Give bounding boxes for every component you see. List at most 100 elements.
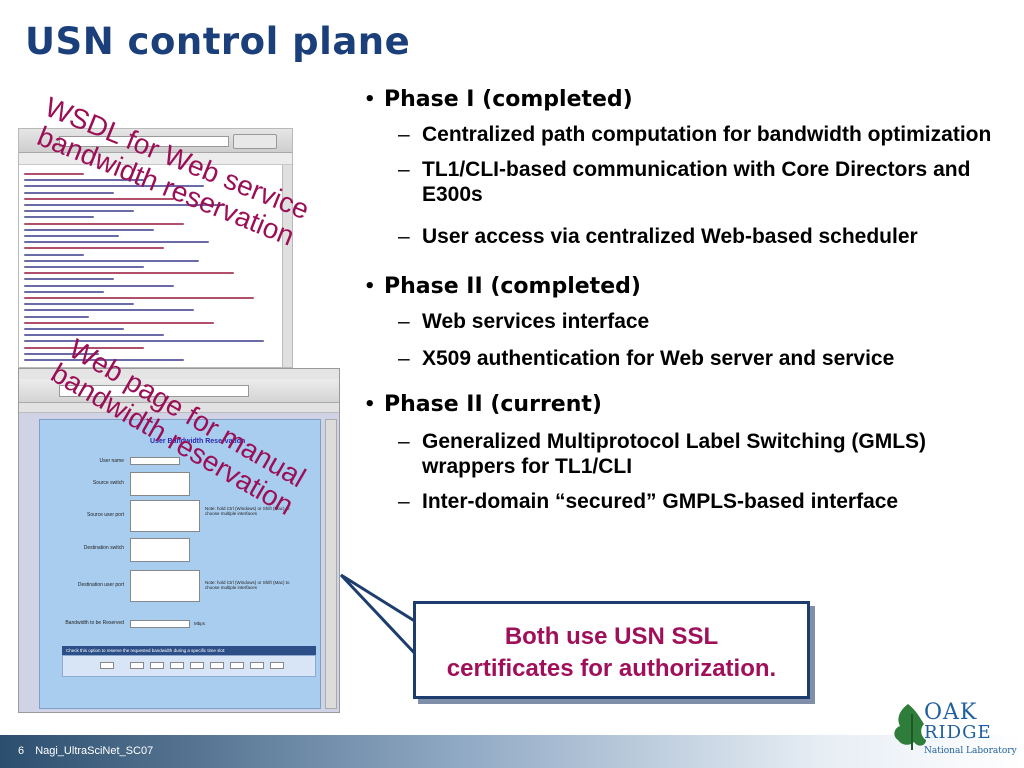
- form-label: Source user port: [87, 512, 124, 518]
- xml-line: [24, 272, 234, 275]
- browser-menu-bar: [19, 369, 339, 379]
- xml-line: [24, 197, 174, 200]
- xml-line: [24, 222, 184, 225]
- xml-line: [24, 346, 144, 349]
- scrollbar: [282, 165, 292, 367]
- xml-line: [24, 173, 84, 175]
- dash-icon: –: [398, 123, 410, 146]
- time-slot-bar: Check this option to reserve the request…: [62, 646, 316, 655]
- web-form-screenshot: User Bandwidth Reservation User name Sou…: [18, 368, 340, 713]
- username-field: [130, 457, 180, 465]
- dash-icon: –: [398, 158, 410, 181]
- phase-item-text: Centralized path computation for bandwid…: [422, 123, 992, 146]
- form-label: Destination user port: [77, 582, 124, 588]
- source-switch-list: [130, 472, 190, 496]
- slide-title: USN control plane: [25, 20, 411, 63]
- xml-line: [24, 185, 204, 188]
- time-select: [130, 662, 144, 669]
- form-note: Note: hold Ctrl (Windows) or Shift (Mac)…: [205, 580, 290, 590]
- note-line2: certificates for authorization.: [446, 655, 777, 682]
- source-port-list: [130, 500, 200, 532]
- xml-line: [24, 340, 264, 343]
- xml-line: [24, 278, 114, 281]
- phase-item: –TL1/CLI-based communication with Core D…: [362, 157, 1012, 207]
- bandwidth-unit: Mbps: [194, 621, 206, 626]
- form-label: User name: [99, 458, 124, 464]
- time-select: [270, 662, 284, 669]
- page-heading: User Bandwidth Reservation: [150, 438, 246, 445]
- phase-heading: • Phase II (completed): [362, 273, 1012, 301]
- xml-line: [24, 179, 144, 182]
- xml-line: [24, 204, 224, 206]
- xml-line: [24, 266, 144, 268]
- xml-line: [24, 253, 84, 256]
- xml-line: [24, 259, 199, 262]
- phase-item: –Generalized Multiprotocol Label Switchi…: [362, 429, 1012, 479]
- form-label: Source switch: [92, 480, 124, 486]
- phase-item: –Centralized path computation for bandwi…: [362, 122, 1012, 147]
- footer: 6 Nagi_UltraSciNet_SC07: [18, 745, 161, 757]
- logo-text: OAK: [924, 700, 978, 725]
- dash-icon: –: [398, 490, 410, 513]
- bullet-dot-icon: •: [364, 276, 376, 297]
- scrollbar: [325, 419, 337, 709]
- phase-item-text: User access via centralized Web-based sc…: [422, 225, 918, 248]
- form-note: Note: hold Ctrl (Windows) or Shift (Mac)…: [205, 506, 290, 516]
- bullet-list: •Phase I (completed) –Centralized path c…: [362, 86, 1012, 514]
- phase-heading: • Phase I (completed): [362, 86, 1012, 114]
- xml-line: [24, 235, 119, 237]
- logo-text: RIDGE: [924, 722, 992, 743]
- time-select: [190, 662, 204, 669]
- xml-line: [24, 309, 194, 312]
- browser-toolbar: [19, 129, 292, 153]
- time-select: [150, 662, 164, 669]
- xml-line: [24, 315, 89, 318]
- time-select: [250, 662, 264, 669]
- dash-icon: –: [398, 347, 410, 370]
- phase-item: –User access via centralized Web-based s…: [362, 221, 1012, 253]
- footer-band: [0, 735, 1024, 768]
- phase-item-text: Inter-domain “secured” GMPLS-based inter…: [422, 490, 899, 513]
- phase-item-text: Web services interface: [422, 310, 650, 333]
- time-select: [230, 662, 244, 669]
- search-button: [233, 134, 277, 149]
- authorization-note: Both use USN SSL certificates for author…: [413, 601, 810, 699]
- phase-item-text: TL1/CLI-based communication with Core Di…: [422, 158, 971, 206]
- xml-line: [24, 191, 114, 194]
- phase-item-text: Generalized Multiprotocol Label Switchin…: [422, 430, 927, 478]
- xml-line: [24, 290, 104, 293]
- phase-title: Phase II (completed): [384, 274, 641, 299]
- xml-line: [24, 284, 174, 287]
- time-slot-bar-text: Check this option to reserve the request…: [66, 648, 226, 653]
- oak-leaf-icon: [894, 704, 926, 750]
- xml-line: [24, 328, 124, 330]
- bullet-dot-icon: •: [364, 394, 376, 415]
- xml-line: [24, 352, 99, 355]
- dash-icon: –: [398, 430, 410, 453]
- bandwidth-field: [130, 620, 190, 628]
- dash-icon: –: [398, 225, 410, 248]
- destination-switch-list: [130, 538, 190, 562]
- form-label: Destination switch: [83, 545, 124, 551]
- phase-heading: •Phase II (current): [362, 391, 1012, 419]
- xml-line: [24, 321, 214, 324]
- time-slot-panel: [62, 655, 316, 677]
- xml-line: [24, 216, 94, 219]
- xml-line: [24, 303, 134, 306]
- phase-title: Phase I (completed): [384, 87, 633, 112]
- xml-line: [24, 241, 209, 244]
- browser-toolbar: [19, 379, 339, 403]
- phase-item-text: X509 authentication for Web server and s…: [422, 347, 895, 370]
- bullet-dot-icon: •: [364, 89, 376, 110]
- xml-line: [24, 228, 154, 231]
- dash-icon: –: [398, 310, 410, 333]
- phase-item: –Web services interface: [362, 309, 1012, 334]
- reservation-page: User Bandwidth Reservation User name Sou…: [39, 419, 321, 709]
- address-bar: [59, 385, 249, 397]
- xml-line: [24, 247, 164, 250]
- phase-item: –X509 authentication for Web server and …: [362, 346, 1012, 371]
- xml-line: [24, 210, 134, 213]
- xml-line: [24, 297, 254, 299]
- bookmarks-bar: [19, 403, 339, 413]
- address-bar: [59, 136, 229, 147]
